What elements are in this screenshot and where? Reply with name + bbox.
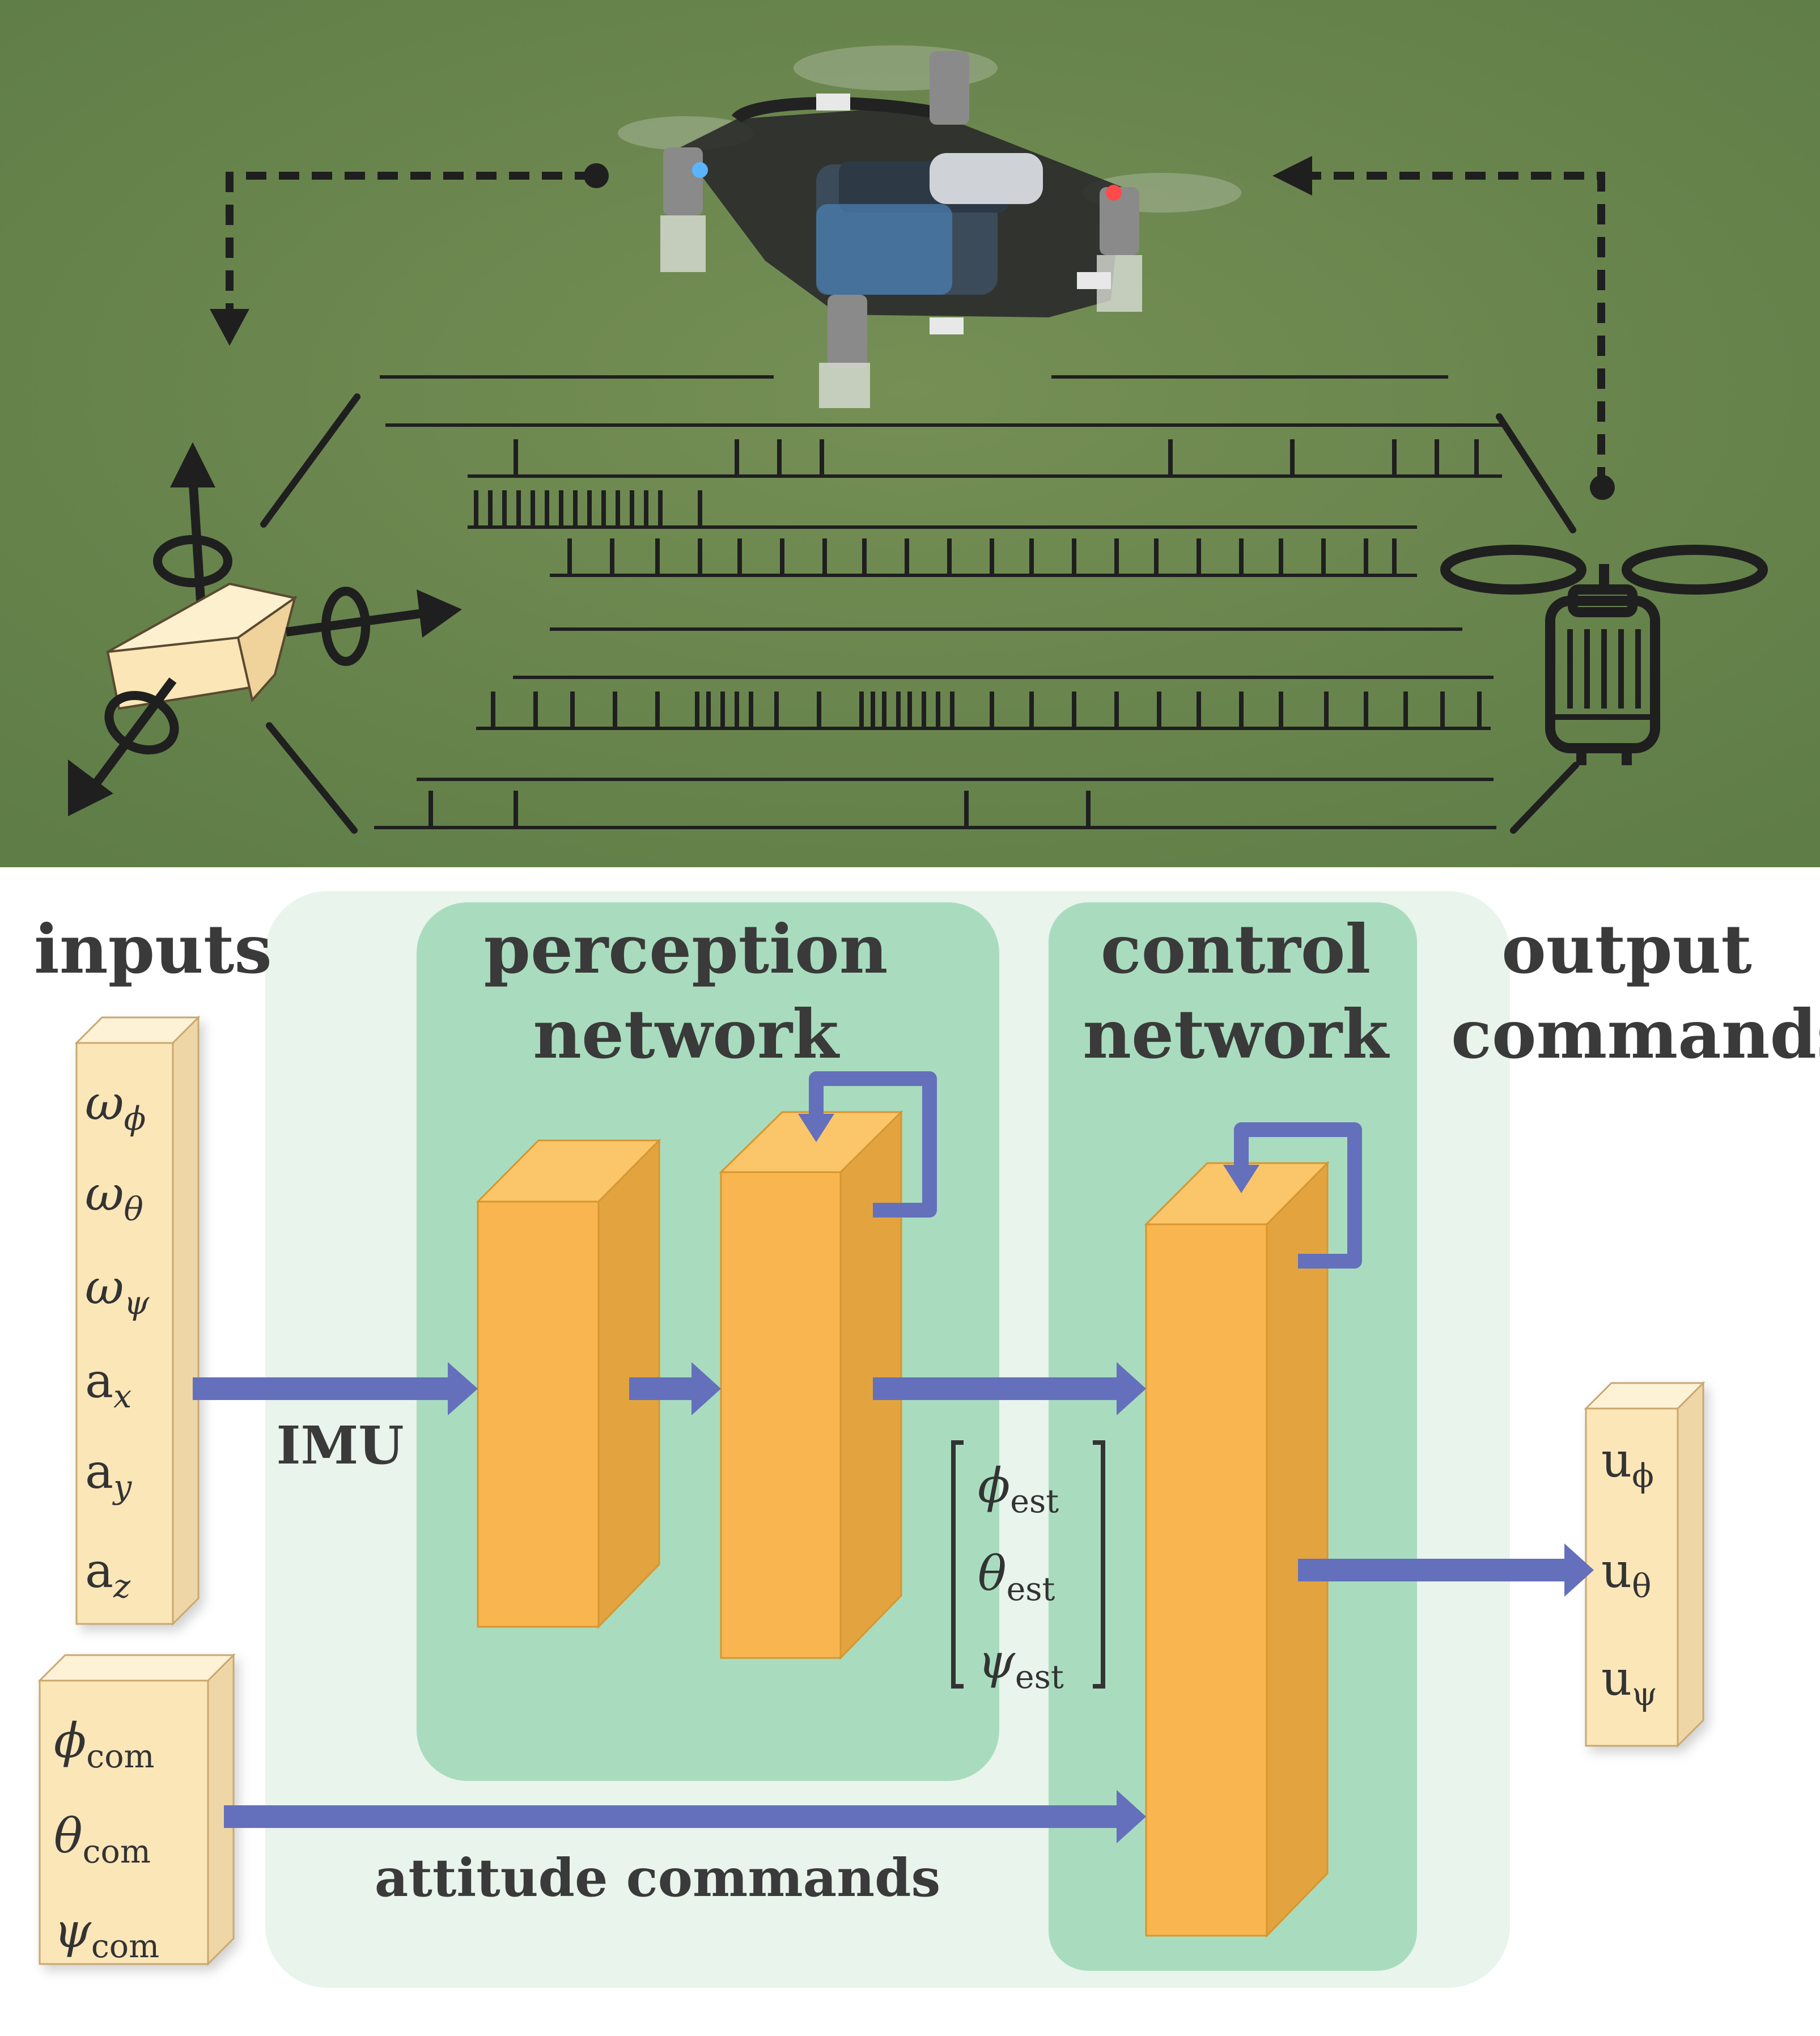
output-2-symbol: u: [1601, 1543, 1632, 1598]
imu-input-6-subscript: z: [113, 1568, 131, 1605]
command-input-2: θcom: [54, 1808, 151, 1870]
estimate-3-subscript: est: [1015, 1659, 1064, 1696]
spike-raster: [374, 375, 1502, 829]
command-input-3: ψcom: [54, 1903, 159, 1965]
imu-input-5-subscript: y: [112, 1469, 132, 1506]
imu-input-5: ay: [85, 1444, 132, 1506]
imu-input-4-symbol: a: [85, 1353, 113, 1409]
imu-input-5-symbol: a: [85, 1444, 113, 1499]
loop-right-dot: [1590, 475, 1615, 500]
raster-bracket-lines: [260, 393, 1579, 834]
arrow-perception-to-control[interactable]: [873, 1362, 1146, 1415]
estimate-2-subscript: est: [1007, 1571, 1055, 1608]
command-input-1-symbol: ϕ: [54, 1713, 86, 1768]
estimate-2-symbol: θ: [978, 1546, 1007, 1601]
estimate-1: ϕest: [978, 1458, 1059, 1520]
output-vector: [1584, 1381, 1706, 1748]
imu-input-6: az: [85, 1543, 131, 1605]
output-1: uϕ: [1601, 1432, 1654, 1495]
output-3: uψ: [1601, 1651, 1657, 1713]
output-3-subscript: ψ: [1632, 1676, 1657, 1713]
estimate-bracket: [951, 1440, 1105, 1689]
output-2-subscript: θ: [1632, 1568, 1651, 1605]
imu-input-2: ωθ: [85, 1166, 143, 1228]
estimate-1-symbol: ϕ: [978, 1458, 1010, 1513]
feedback-loop-left: [226, 172, 595, 317]
imu-arrow-label: IMU: [276, 1415, 404, 1476]
recurrent-loop-control: [1223, 1122, 1362, 1269]
imu-input-1-subscript: ϕ: [124, 1100, 146, 1138]
imu-input-3: ωψ: [85, 1259, 150, 1322]
estimate-3: ψest: [978, 1634, 1064, 1696]
perception-layer-1: [476, 1138, 661, 1629]
motor-icon: [1440, 545, 1768, 765]
imu-input-2-symbol: ω: [85, 1166, 124, 1221]
arrow-layer1-to-layer2[interactable]: [629, 1362, 721, 1415]
arrow-commands-to-control[interactable]: [224, 1790, 1146, 1843]
imu-input-2-subscript: θ: [124, 1191, 143, 1228]
command-input-1: ϕcom: [54, 1713, 155, 1775]
drone-icon: [618, 45, 1241, 408]
output-3-symbol: u: [1601, 1651, 1632, 1706]
imu-sensor-icon: [68, 442, 462, 816]
command-input-1-subscript: com: [86, 1738, 154, 1775]
imu-input-vector: [74, 1015, 201, 1626]
drone-photo-panel: [0, 0, 1820, 867]
imu-input-3-symbol: ω: [85, 1259, 124, 1315]
inputs-title: inputs: [34, 910, 272, 989]
control-layer: [1144, 1161, 1330, 1938]
command-input-2-symbol: θ: [54, 1808, 83, 1864]
estimate-3-symbol: ψ: [978, 1634, 1016, 1689]
imu-input-3-subscript: ψ: [124, 1284, 150, 1322]
imu-input-6-symbol: a: [85, 1543, 113, 1598]
recurrent-loop-perception: [798, 1071, 937, 1218]
estimate-1-subscript: est: [1010, 1483, 1059, 1520]
command-input-3-subscript: com: [91, 1928, 159, 1965]
feedback-loop-right: [1304, 172, 1605, 487]
output-2: uθ: [1601, 1543, 1651, 1605]
loop-left-arrowhead: [210, 309, 249, 346]
loop-right-arrowhead: [1272, 156, 1312, 196]
imu-input-1: ωϕ: [85, 1075, 146, 1138]
perception-network-title: perception network: [483, 910, 888, 1074]
imu-input-1-symbol: ω: [85, 1075, 124, 1131]
estimate-2: θest: [978, 1546, 1055, 1608]
command-input-2-subscript: com: [83, 1833, 151, 1870]
control-network-title: control network: [1083, 910, 1389, 1074]
perception-layer-2: [719, 1110, 903, 1660]
loop-left-dot: [584, 163, 609, 188]
imu-input-4-subscript: x: [113, 1378, 131, 1415]
attitude-commands-label: attitude commands: [375, 1847, 941, 1908]
arrow-control-to-output[interactable]: [1298, 1543, 1594, 1597]
output-1-subscript: ϕ: [1632, 1457, 1654, 1495]
command-input-3-symbol: ψ: [54, 1903, 92, 1958]
imu-input-4: ax: [85, 1353, 131, 1415]
output-1-symbol: u: [1601, 1432, 1632, 1488]
command-input-vector: [37, 1653, 236, 1966]
arrow-imu-to-perception[interactable]: [193, 1362, 478, 1415]
output-commands-title: output commands: [1451, 910, 1820, 1074]
